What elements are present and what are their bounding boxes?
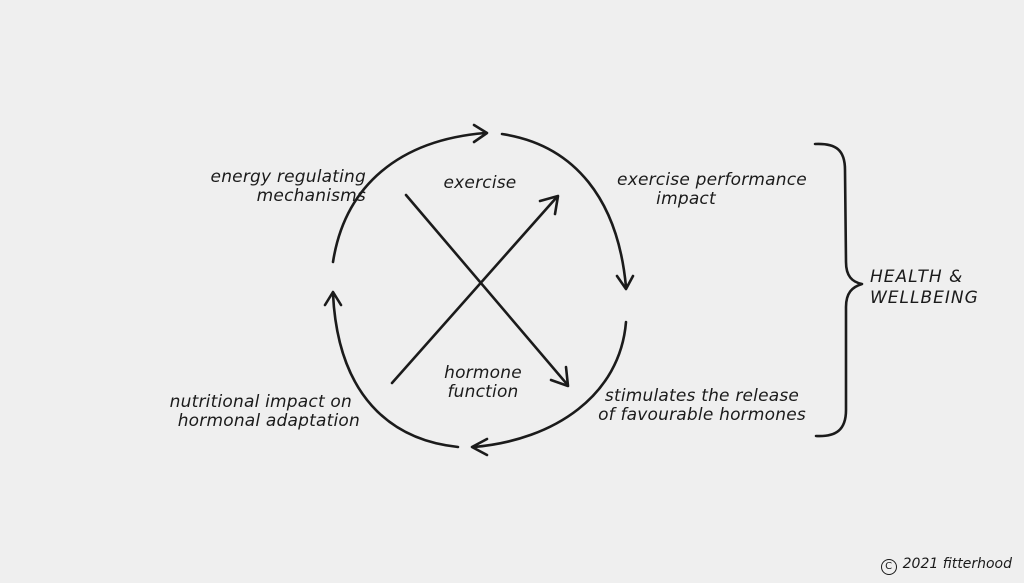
label-line: HEALTH & bbox=[870, 267, 964, 287]
label-stimulates-release: stimulates the release of favourable hor… bbox=[596, 387, 808, 425]
arc-top-left bbox=[331, 131, 487, 264]
copyright-notice: C 2021 fitterhood bbox=[880, 556, 1012, 575]
label-line: exercise bbox=[443, 173, 517, 193]
label-exercise-performance: exercise performance impact bbox=[612, 171, 812, 209]
label-nutritional-impact: nutritional impact on hormonal adaptatio… bbox=[160, 393, 360, 431]
arrowhead-right bbox=[615, 274, 635, 291]
label-line: impact bbox=[656, 189, 716, 209]
label-line: stimulates the release bbox=[604, 386, 800, 406]
arc-bottom-right bbox=[472, 320, 628, 449]
label-line: of favourable hormones bbox=[598, 405, 806, 425]
diagonal-arrow-up bbox=[390, 196, 558, 385]
label-line: WELLBEING bbox=[870, 288, 979, 308]
arrowhead-top bbox=[472, 123, 489, 144]
arrowhead-bottom bbox=[470, 437, 489, 457]
label-line: hormonal adaptation bbox=[177, 411, 360, 431]
label-exercise: exercise bbox=[430, 174, 530, 193]
label-hormone-function: hormone function bbox=[428, 364, 538, 402]
label-line: exercise performance bbox=[617, 170, 807, 190]
arrowhead-left bbox=[323, 290, 343, 307]
label-health-wellbeing: HEALTH & WELLBEING bbox=[870, 267, 1000, 309]
label-energy-regulating: energy regulating mechanisms bbox=[206, 168, 366, 206]
label-line: function bbox=[447, 382, 519, 402]
diagonal-arrowhead-down bbox=[549, 365, 570, 388]
copyright-icon: C bbox=[880, 559, 897, 575]
diagonal-arrow-down bbox=[404, 193, 568, 385]
label-line: mechanisms bbox=[256, 186, 366, 206]
diagonal-arrowhead-up bbox=[538, 194, 560, 216]
arc-bottom-left bbox=[331, 292, 460, 449]
label-line: nutritional impact on bbox=[169, 392, 352, 412]
label-line: energy regulating bbox=[210, 167, 366, 187]
copyright-text: 2021 fitterhood bbox=[902, 556, 1012, 572]
label-line: hormone bbox=[444, 363, 522, 383]
curly-brace bbox=[813, 142, 864, 438]
arc-top-right bbox=[500, 132, 628, 289]
